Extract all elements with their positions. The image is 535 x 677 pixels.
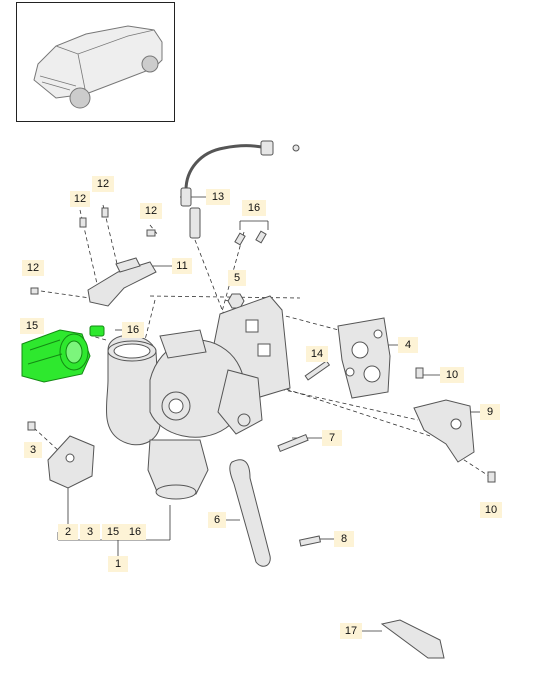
callout-number: 4 xyxy=(404,339,412,351)
callout-number: 16 xyxy=(247,202,261,214)
part-6-oil-line xyxy=(229,459,271,567)
callout-box: 11 xyxy=(172,258,192,274)
callout-number: 12 xyxy=(73,193,87,205)
callout-number: 10 xyxy=(484,504,498,516)
callout-number: 12 xyxy=(96,178,110,190)
callout-box: 2 xyxy=(58,524,78,540)
callout-number: 17 xyxy=(344,625,358,637)
callout-number: 16 xyxy=(126,324,140,336)
callout-box: 1 xyxy=(108,556,128,572)
callout-box: 15 xyxy=(20,318,44,334)
part-11-heat-shield xyxy=(87,257,157,307)
callout-number: 11 xyxy=(176,260,188,272)
part-9-bracket xyxy=(413,399,475,463)
callout-box: 9 xyxy=(480,404,500,420)
callout-box: 10 xyxy=(480,502,502,518)
callout-number: 7 xyxy=(328,432,336,444)
callout-box: 13 xyxy=(206,189,230,205)
part-3-plate xyxy=(27,421,95,489)
callout-number: 2 xyxy=(64,526,72,538)
callout-number: 8 xyxy=(340,533,348,545)
callout-box: 7 xyxy=(322,430,342,446)
part-14-stud xyxy=(304,360,331,381)
callout-box: 14 xyxy=(306,346,328,362)
callout-box: 4 xyxy=(398,337,418,353)
part-16-bolts xyxy=(234,230,267,246)
callout-box: 5 xyxy=(228,270,246,286)
callout-number: 13 xyxy=(211,191,225,203)
callout-number: 15 xyxy=(106,526,120,538)
part-10-bolts xyxy=(415,367,496,483)
callout-box: 16 xyxy=(124,524,146,540)
part-13-sensor-line xyxy=(180,140,300,239)
part-7-bolt xyxy=(277,433,309,453)
callout-box: 15 xyxy=(102,524,124,540)
callout-box: 6 xyxy=(208,512,226,528)
callout-box: 16 xyxy=(122,322,144,338)
callout-number: 9 xyxy=(486,406,494,418)
turbocharger-main xyxy=(105,295,291,500)
part-12-screws xyxy=(30,207,156,295)
callout-number: 3 xyxy=(29,444,37,456)
callout-box: 16 xyxy=(242,200,266,216)
callout-number: 12 xyxy=(144,205,158,217)
callout-box: 17 xyxy=(340,623,362,639)
callout-box: 12 xyxy=(70,191,90,207)
callout-box: 12 xyxy=(22,260,44,276)
callout-number: 14 xyxy=(310,348,324,360)
callout-box: 10 xyxy=(440,367,464,383)
callout-number: 5 xyxy=(233,272,241,284)
part-15-actuator-highlighted xyxy=(21,325,105,383)
callout-number: 16 xyxy=(128,526,142,538)
part-17-tube xyxy=(380,619,445,659)
part-4-gasket xyxy=(337,317,391,399)
callout-number: 1 xyxy=(114,558,122,570)
callout-box: 3 xyxy=(24,442,42,458)
callout-number: 6 xyxy=(213,514,221,526)
callout-box: 12 xyxy=(92,176,114,192)
vehicle-thumbnail xyxy=(33,25,163,109)
callout-number: 3 xyxy=(86,526,94,538)
callout-number: 15 xyxy=(25,320,39,332)
callout-number: 10 xyxy=(445,369,459,381)
callout-number: 12 xyxy=(26,262,40,274)
part-8-bolt xyxy=(299,535,321,547)
callout-box: 12 xyxy=(140,203,162,219)
callout-box: 8 xyxy=(334,531,354,547)
callout-box: 3 xyxy=(80,524,100,540)
